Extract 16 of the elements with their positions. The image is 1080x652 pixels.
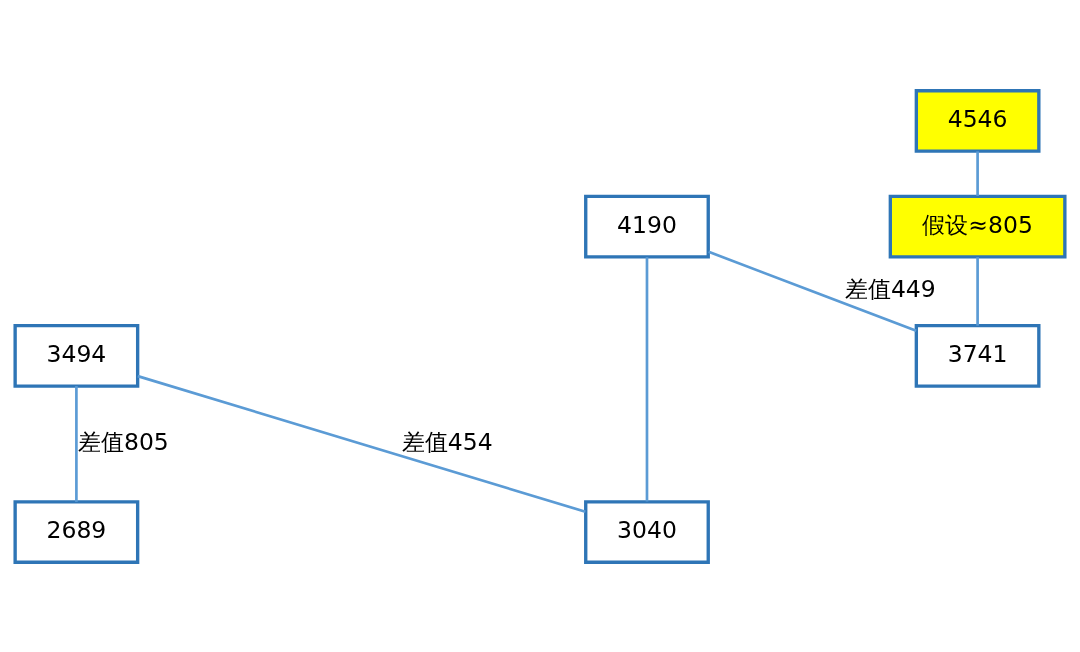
- node-box: 4190: [584, 194, 710, 259]
- connector: [976, 256, 979, 326]
- node-box: 4546: [914, 88, 1041, 153]
- node-box: 2689: [13, 499, 140, 564]
- node-box: 3494: [13, 323, 140, 388]
- node-box: 3741: [914, 323, 1041, 388]
- connector: [708, 250, 917, 332]
- connector: [75, 385, 78, 502]
- edge-label: 差值805: [77, 427, 169, 456]
- node-box: 3040: [584, 499, 710, 564]
- connector: [137, 374, 586, 513]
- edge-label: 差值454: [401, 427, 493, 456]
- node-box: 假设≈805: [888, 194, 1067, 259]
- connector: [645, 256, 649, 501]
- connector: [976, 150, 979, 196]
- edge-label: 差值449: [844, 274, 936, 303]
